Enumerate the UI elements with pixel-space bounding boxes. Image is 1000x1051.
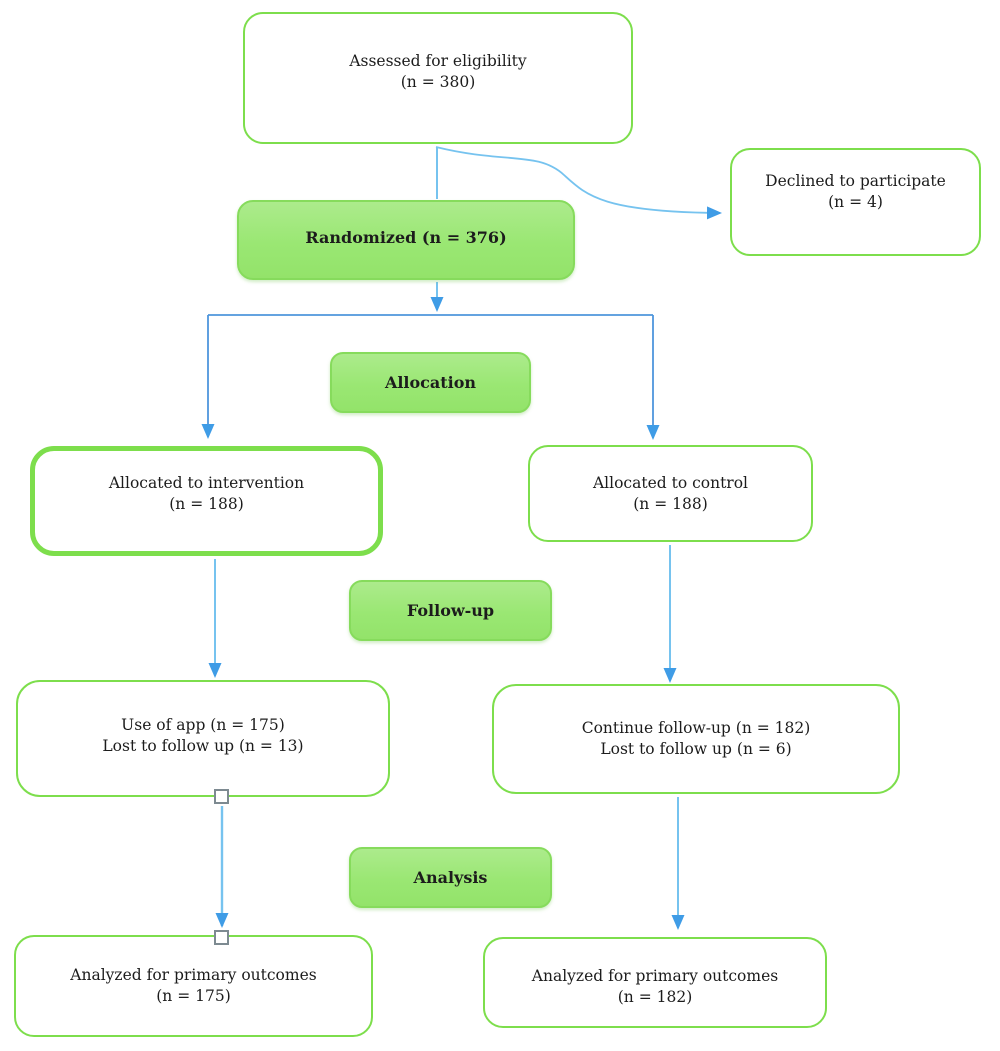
node-analysis-label: Analysis <box>413 868 488 887</box>
node-continue-followup[interactable]: Continue follow-up (n = 182) Lost to fol… <box>492 684 900 794</box>
connector-assessed-declined[interactable] <box>435 146 722 220</box>
node-allocation-label: Allocation <box>384 373 477 392</box>
node-use-of-app-line1: Use of app (n = 175) <box>121 716 285 734</box>
node-allocated-intervention[interactable]: Allocated to intervention (n = 188) <box>30 446 383 556</box>
node-analyzed-control-line1: Analyzed for primary outcomes <box>531 966 779 985</box>
node-declined[interactable]: Declined to participate (n = 4) <box>730 148 981 256</box>
node-continue-followup-line1: Continue follow-up (n = 182) <box>581 719 811 737</box>
node-use-of-app[interactable]: Use of app (n = 175) Lost to follow up (… <box>16 680 390 797</box>
node-allocated-intervention-line2: (n = 188) <box>169 495 244 513</box>
node-declined-line2: (n = 4) <box>828 193 883 211</box>
node-analyzed-intervention-line2: (n = 175) <box>156 987 231 1005</box>
node-randomized[interactable]: Randomized (n = 376) <box>237 200 575 280</box>
node-allocated-control-line2: (n = 188) <box>633 494 708 513</box>
node-assessed-line2: (n = 380) <box>400 73 476 91</box>
node-analysis[interactable]: Analysis <box>349 847 552 908</box>
node-analyzed-intervention-line1: Analyzed for primary outcomes <box>70 966 317 984</box>
node-assessed[interactable]: Assessed for eligibility (n = 380) <box>243 12 633 144</box>
node-allocated-control-line1: Allocated to control <box>592 473 749 492</box>
node-allocated-intervention-line1: Allocated to intervention <box>108 474 305 492</box>
node-analyzed-control[interactable]: Analyzed for primary outcomes (n = 182) <box>483 937 827 1028</box>
node-analyzed-control-line2: (n = 182) <box>617 987 693 1006</box>
node-randomized-label: Randomized (n = 376) <box>305 227 507 247</box>
node-declined-line1: Declined to participate <box>765 172 946 190</box>
connector-handle-top[interactable] <box>214 789 229 804</box>
node-followup[interactable]: Follow-up <box>349 580 552 641</box>
node-allocation[interactable]: Allocation <box>330 352 531 413</box>
node-continue-followup-line2: Lost to follow up (n = 6) <box>600 740 792 758</box>
node-assessed-line1: Assessed for eligibility <box>349 52 527 70</box>
node-use-of-app-line2: Lost to follow up (n = 13) <box>102 737 304 755</box>
node-followup-label: Follow-up <box>406 601 495 620</box>
node-allocated-control[interactable]: Allocated to control (n = 188) <box>528 445 813 542</box>
connector-handle-bottom[interactable] <box>214 930 229 945</box>
node-analyzed-intervention[interactable]: Analyzed for primary outcomes (n = 175) <box>14 935 373 1037</box>
